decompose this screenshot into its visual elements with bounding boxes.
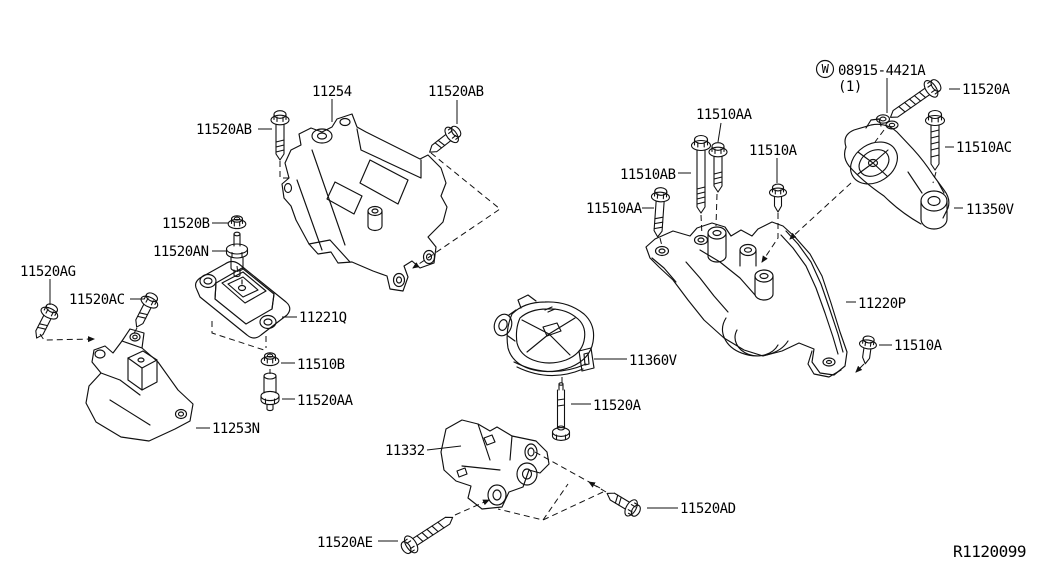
mount-11360v-drawing: [493, 294, 595, 377]
part-label-11520ag[interactable]: 11520AG: [20, 264, 76, 280]
bolt-11520aa: [260, 372, 280, 412]
bolt-11520a-center: [551, 382, 571, 441]
bracket-11254-drawing: [281, 113, 448, 292]
part-label-11220p[interactable]: 11220P: [858, 296, 906, 312]
bolt-11520ab-2: [423, 121, 466, 160]
bolt-11510ac: [924, 109, 946, 171]
washer-08915-4421a: [875, 114, 899, 130]
part-label-11332[interactable]: 11332: [385, 443, 425, 459]
nut-11510b: [260, 352, 280, 367]
w-symbol: W: [822, 62, 830, 76]
part-label-11520ab-1[interactable]: 11520AB: [196, 122, 252, 138]
bolt-11510ab: [690, 134, 712, 214]
bolt-11510aa-top: [708, 142, 728, 193]
mount-11350v-drawing: [843, 118, 950, 230]
part-label-11360v[interactable]: 11360V: [629, 353, 678, 369]
part-label-11510ac[interactable]: 11510AC: [956, 140, 1012, 156]
part-label-11510b[interactable]: 11510B: [297, 357, 345, 373]
part-label-11520aa[interactable]: 11520AA: [297, 393, 354, 409]
part-label-11221q[interactable]: 11221Q: [299, 310, 347, 326]
assembly-dashed-lines: [39, 129, 937, 521]
nut-11520b: [227, 215, 247, 230]
part-labels: 11254 11520AB 11520AB 11520B 11520AN 115…: [20, 82, 1015, 551]
bolt-11510a-center: [768, 183, 788, 213]
part-label-11510ab[interactable]: 11510AB: [620, 167, 676, 183]
part-label-11510a-right[interactable]: 11510A: [894, 338, 943, 354]
bolt-11520a-upper: [884, 74, 946, 126]
bolt-11520ac: [128, 289, 163, 332]
part-label-11520b[interactable]: 11520B: [162, 216, 210, 232]
bracket-11220p-drawing: [645, 221, 848, 378]
washer-note: W 08915-4421A (1): [815, 59, 927, 95]
bolt-11520ae: [397, 508, 459, 559]
bolt-11510aa-left: [648, 186, 671, 239]
part-label-11510a-mid[interactable]: 11510A: [749, 143, 798, 159]
leader-lines: [49, 78, 963, 542]
part-label-11520ad[interactable]: 11520AD: [680, 501, 736, 517]
part-label-08915-4421a[interactable]: 08915-4421A: [838, 63, 927, 79]
diagram-ref-code: R1120099: [953, 542, 1026, 561]
bolt-11510a-right: [856, 334, 879, 366]
bracket-11253n-drawing: [85, 328, 194, 442]
part-label-11520a-mid[interactable]: 11520A: [593, 398, 642, 414]
part-label-11253n[interactable]: 11253N: [212, 421, 260, 437]
part-label-11520an[interactable]: 11520AN: [153, 244, 209, 260]
bolt-11520ag: [28, 300, 63, 343]
w-symbol-circle: [815, 59, 835, 79]
mount-11221q-drawing: [194, 260, 291, 339]
part-label-11520ae[interactable]: 11520AE: [317, 535, 373, 551]
part-label-11520a-upper[interactable]: 11520A: [962, 82, 1011, 98]
part-label-11510aa-left[interactable]: 11510AA: [586, 201, 643, 217]
stud-11520an: [225, 231, 249, 278]
part-label-11350v[interactable]: 11350V: [966, 202, 1015, 218]
part-label-11520ab-2[interactable]: 11520AB: [428, 84, 484, 100]
bolt-11520ab-1: [270, 110, 290, 161]
part-label-11254[interactable]: 11254: [312, 84, 352, 100]
part-label-11510aa-top[interactable]: 11510AA: [696, 107, 753, 123]
bolt-11520ad: [601, 485, 645, 521]
bracket-11332-drawing: [440, 419, 550, 510]
washer-quantity: (1): [838, 79, 862, 95]
part-label-11520ac[interactable]: 11520AC: [69, 292, 125, 308]
